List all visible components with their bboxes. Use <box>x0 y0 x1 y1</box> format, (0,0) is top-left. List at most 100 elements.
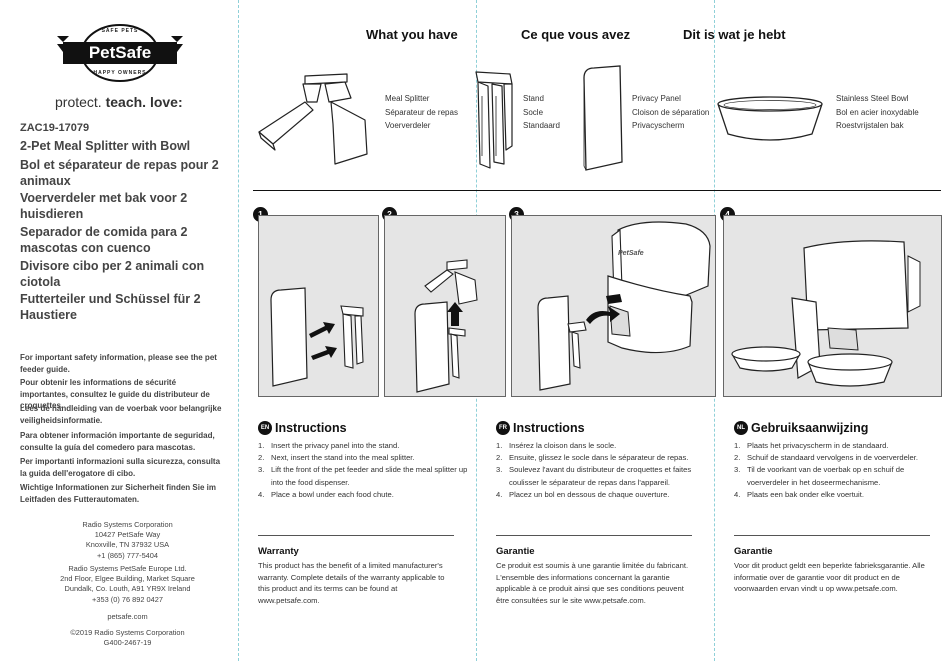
part-label: Séparateur de repas <box>385 107 458 117</box>
address-line: +1 (865) 777-5404 <box>96 550 159 560</box>
petsafe-logo: PetSafe SAFE PETS HAPPY OWNERS <box>55 22 185 84</box>
document-code: G400-2467-19 <box>103 638 152 648</box>
instructions-title: Gebruiksaanwijzing <box>751 421 869 435</box>
instructions-fr: FR Instructions 1.Insérez la cloison dan… <box>496 421 696 501</box>
list-item: 4.Plaats een bak onder elke voertuit. <box>734 489 864 499</box>
list-item: 1.Insert the privacy panel into the stan… <box>258 441 400 450</box>
privacy-panel-icon <box>578 64 628 172</box>
list-item: 4.Placez un bol en dessous de chaque ouv… <box>496 489 670 499</box>
step-1-illustration <box>270 287 364 387</box>
warranty-divider <box>734 535 930 536</box>
step-3-panel: PetSafe <box>511 215 716 397</box>
instructions-heading-en: EN Instructions <box>258 421 473 435</box>
logo-wordmark: PetSafe <box>88 43 152 62</box>
instructions-title: Instructions <box>513 421 585 435</box>
list-item: 3.Soulevez l'avant du distributeur de cr… <box>496 465 692 487</box>
address-line: +353 (0) 76 892 0427 <box>92 594 163 604</box>
list-item: 1.Plaats het privacyscherm in de standaa… <box>734 441 889 450</box>
list-item: 4.Place a bowl under each food chute. <box>258 489 394 499</box>
website: petsafe.com <box>107 612 148 621</box>
list-item: 2.Next, insert the stand into the meal s… <box>258 453 415 463</box>
steps-list-fr: 1.Insérez la cloison dans le socle. 2.En… <box>496 440 696 501</box>
address-line: Radio Systems PetSafe Europe Ltd. <box>68 564 187 573</box>
copyright-line: ©2019 Radio Systems Corporation <box>70 628 185 637</box>
meal-splitter-icon <box>255 68 373 166</box>
warranty-title-en: Warranty <box>258 546 299 557</box>
feeder-brand-label: PetSafe <box>618 250 644 257</box>
instructions-heading-fr: FR Instructions <box>496 421 696 435</box>
instructions-title: Instructions <box>275 421 347 435</box>
product-title-fr: Bol et séparateur de repas pour 2 animau… <box>20 158 219 188</box>
step-4-panel <box>723 215 942 397</box>
step-2-illustration <box>414 259 478 393</box>
steps-list-nl: 1.Plaats het privacyscherm in de standaa… <box>734 440 939 501</box>
language-badge-nl: NL <box>734 421 748 435</box>
safety-note-es: Para obtener información importante de s… <box>20 431 215 452</box>
address-line: Radio Systems Corporation <box>82 520 173 529</box>
product-title-en: 2-Pet Meal Splitter with Bowl <box>20 139 191 153</box>
steps-list-en: 1.Insert the privacy panel into the stan… <box>258 440 473 501</box>
step-1-panel <box>258 215 379 397</box>
stand-icon <box>470 66 518 170</box>
list-item: 1.Insérez la cloison dans le socle. <box>496 441 617 450</box>
model-number: ZAC19-17079 <box>20 122 90 134</box>
list-item: 3.Til de voorkant van de voerbak op en s… <box>734 465 905 487</box>
logo-arc-top: SAFE PETS <box>101 28 139 34</box>
part-label: Meal Splitter <box>385 94 430 103</box>
safety-note-it: Per importanti informazioni sulla sicure… <box>20 457 221 478</box>
step-2-panel <box>384 215 506 397</box>
instructions-nl: NL Gebruiksaanwijzing 1.Plaats het priva… <box>734 421 939 501</box>
product-title-nl: Voerverdeler met bak voor 2 huisdieren <box>20 191 188 221</box>
language-badge-en: EN <box>258 421 272 435</box>
copyright: ©2019 Radio Systems Corporation G400-246… <box>20 628 235 648</box>
address-us: Radio Systems Corporation 10427 PetSafe … <box>20 520 235 561</box>
logo-arc-bottom: HAPPY OWNERS <box>93 70 147 76</box>
warranty-divider <box>258 535 454 536</box>
language-badge-fr: FR <box>496 421 510 435</box>
warranty-title-fr: Garantie <box>496 546 535 557</box>
tagline: protect. teach. love: <box>55 94 183 110</box>
warranty-text-en: This product has the benefit of a limite… <box>258 561 445 605</box>
part-label: Stand <box>523 94 544 103</box>
safety-note-fr: Pour obtenir les informations de sécurit… <box>20 378 210 410</box>
address-eu: Radio Systems PetSafe Europe Ltd. 2nd Fl… <box>20 564 235 605</box>
address-line: 2nd Floor, Elgee Building, Market Square <box>60 574 195 584</box>
part-label: Cloison de séparation <box>632 107 710 117</box>
safety-note-nl: Lees de handleiding van de voerbak voor … <box>20 404 222 425</box>
product-title-es: Separador de comida para 2 mascotas con … <box>20 225 188 255</box>
list-item: 2.Ensuite, glissez le socle dans le sépa… <box>496 453 689 463</box>
safety-note-de: Wichtige Informationen zur Sicherheit fi… <box>20 483 216 504</box>
product-title-it: Divisore cibo per 2 animali con ciotola <box>20 259 205 289</box>
what-you-have-heading-en: What you have <box>366 27 458 42</box>
part-label: Privacy Panel <box>632 94 681 103</box>
tagline-protect: protect. <box>55 94 102 110</box>
warranty-text-nl: Voor dit product geldt een beperkte fabr… <box>734 561 925 593</box>
part-label: Standaard <box>523 121 560 131</box>
list-item: 2.Schuif de standaard vervolgens in de v… <box>734 453 918 463</box>
tagline-teach: teach. <box>105 94 147 110</box>
step-4-illustration <box>731 240 921 387</box>
part-label: Roestvrijstalen bak <box>836 121 904 131</box>
step-3-illustration <box>537 221 711 391</box>
warranty-text-fr: Ce produit est soumis à une garantie lim… <box>496 561 689 605</box>
what-you-have-heading-fr: Ce que vous avez <box>521 27 631 42</box>
product-title-de: Futterteiler und Schüssel für 2 Haustier… <box>20 292 201 322</box>
steel-bowl-icon <box>714 94 826 146</box>
section-divider <box>253 190 941 191</box>
tagline-love: love: <box>149 94 183 110</box>
part-label: Privacyscherm <box>632 121 685 131</box>
address-line: Knoxville, TN 37932 USA <box>85 540 170 550</box>
what-you-have-heading-nl: Dit is wat je hebt <box>683 27 786 42</box>
part-label-privacy-panel: Privacy Panel Cloison de séparation Priv… <box>632 92 709 133</box>
warranty-title-nl: Garantie <box>734 546 773 557</box>
instructions-en: EN Instructions 1.Insert the privacy pan… <box>258 421 473 501</box>
part-label: Stainless Steel Bowl <box>836 94 909 103</box>
part-label: Bol en acier inoxydable <box>836 107 919 117</box>
fold-guide <box>238 0 239 661</box>
part-label-stand: Stand Socle Standaard <box>523 92 560 133</box>
safety-note-en: For important safety information, please… <box>20 353 217 374</box>
part-label-meal-splitter: Meal Splitter Séparateur de repas Voerve… <box>385 92 458 133</box>
part-label: Voerverdeler <box>385 121 431 131</box>
address-line: 10427 PetSafe Way <box>94 530 161 540</box>
warranty-divider <box>496 535 692 536</box>
